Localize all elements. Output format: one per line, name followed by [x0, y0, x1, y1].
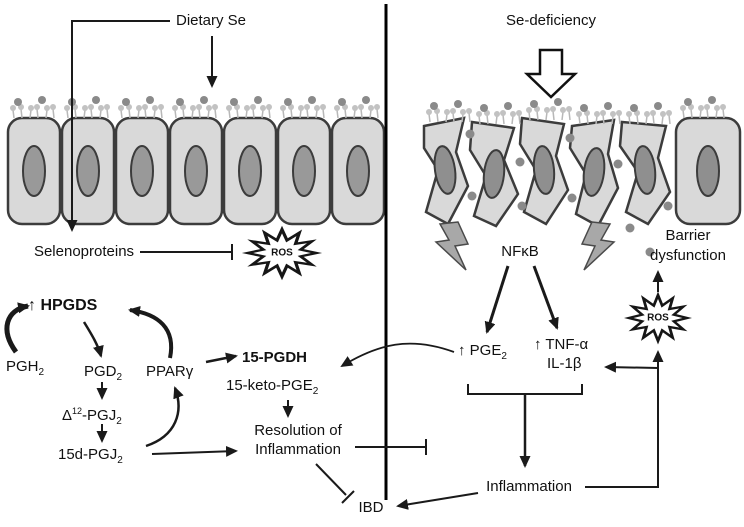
label-cytokines: ↑ TNF-α IL-1β [534, 335, 588, 373]
label-hpgds: ↑ HPGDS [28, 297, 98, 314]
label-tnf-alpha: ↑ TNF-α [534, 336, 589, 353]
label-pge2: ↑ PGE2 [458, 342, 507, 362]
label-resolution-of-inflammation: Resolution of Inflammation [254, 422, 342, 458]
label-selenoproteins: Selenoproteins [33, 243, 135, 260]
label-ibd: IBD [358, 499, 384, 516]
label-se-deficiency: Se-deficiency [505, 12, 597, 29]
label-15-keto-pge2: 15-keto-PGE2 [226, 377, 319, 397]
arrows-layer [4, 20, 664, 510]
se-deficiency-block-arrow [523, 48, 579, 99]
label-15-pgdh: 15-PGDH [242, 349, 308, 366]
label-pgd2: PGD2 [84, 363, 123, 383]
label-pgh2: PGH2 [6, 358, 45, 378]
label-dietary-se: Dietary Se [175, 12, 247, 29]
epithelial-cells-healthy [6, 95, 386, 226]
label-delta12-pgj2: Δ12-PGJ2 [62, 406, 122, 427]
lightning-bolt-right [581, 221, 615, 271]
epithelial-cells-damaged [422, 116, 742, 228]
label-inflammation: Inflammation [486, 478, 572, 495]
label-il1b: IL-1β [547, 355, 582, 372]
lightning-bolt-left [435, 221, 469, 271]
bacteria-dots [443, 129, 673, 257]
label-ros-right: ROS [647, 312, 669, 324]
label-ros-left: ROS [271, 247, 293, 259]
label-15d-pgj2: 15d-PGJ2 [58, 446, 123, 466]
label-barrier-dysfunction: Barrier dysfunction [650, 227, 726, 264]
label-nfkb: NFκB [501, 243, 539, 260]
label-pparg: PPARγ [146, 363, 194, 380]
